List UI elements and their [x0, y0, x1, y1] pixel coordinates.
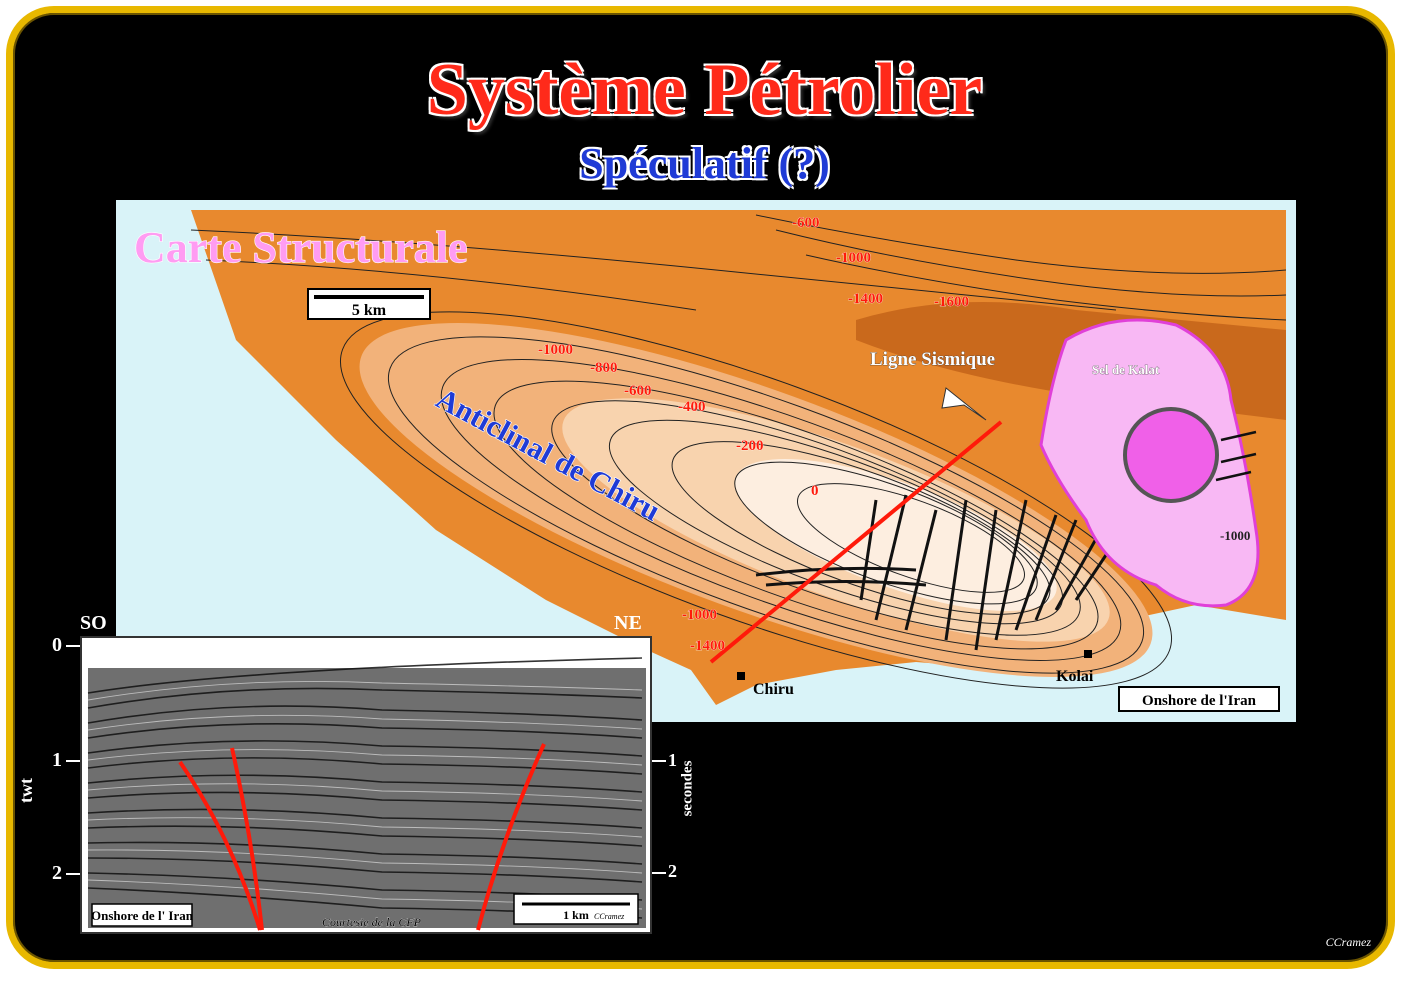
contour-value: -600 [624, 383, 652, 399]
contour-value: -1000 [682, 607, 717, 623]
contour-value: 0 [811, 483, 819, 499]
left-tick-mark [66, 873, 80, 875]
contour-value: -1400 [690, 638, 725, 654]
seismic-line-arrow [941, 387, 987, 421]
contour-value: -800 [590, 360, 618, 376]
slide-title: Système Pétrolier [426, 49, 983, 131]
contour-value: -1600 [934, 294, 969, 310]
map-heading: Carte Structurale [134, 223, 468, 272]
structural-map-graphic: 5 km Chiru Kolai Onshore de l'Iran -600 … [116, 200, 1296, 722]
section-scale-author: CCramez [594, 912, 625, 921]
town-marker-kolai [1084, 650, 1092, 658]
left-tick-2: 2 [52, 862, 62, 884]
left-tick-1: 1 [52, 749, 62, 771]
salt-label: Sel de Kalat [1092, 362, 1160, 377]
seismic-line-label: Ligne Sismique [870, 349, 995, 370]
section-left-end: SO [80, 612, 107, 634]
section-region-label: Onshore de l' Iran [91, 908, 194, 923]
section-faults [178, 743, 546, 931]
section-region-box [91, 903, 193, 927]
slide-credit: CCramez [1325, 935, 1371, 949]
fault-traces [755, 494, 1118, 651]
right-tick-mark [652, 760, 666, 762]
map-scale-box [307, 288, 431, 320]
structural-map: 5 km Chiru Kolai Onshore de l'Iran -600 … [116, 200, 1296, 722]
left-tick-mark [66, 760, 80, 762]
contour-value: -1000 [538, 342, 573, 358]
contour-lines [190, 214, 1287, 689]
map-region-label: Onshore de l'Iran [1142, 693, 1257, 709]
salt-core [1123, 407, 1219, 503]
section-right-end: NE [614, 612, 642, 634]
seismic-line [709, 420, 1003, 664]
contour-value: -600 [792, 215, 820, 231]
contour-value: -1000 [1220, 528, 1250, 543]
contour-values: -600 -1000 -1400 -1600 -1000 -800 -600 -… [538, 215, 1251, 655]
right-axis-label: secondes [679, 760, 696, 817]
town-chiru: Chiru [753, 681, 794, 698]
map-region-box [1118, 686, 1280, 712]
section-courtesy: Courtesie de la CFP [322, 915, 422, 929]
right-tick-1: 1 [668, 750, 677, 770]
left-tick-0: 0 [52, 634, 62, 656]
right-tick-mark [652, 872, 666, 874]
section-scale-label: 1 km [563, 908, 589, 922]
left-tick-mark [66, 645, 80, 647]
seismic-section-graphic: Onshore de l' Iran Courtesie de la CFP 1… [82, 638, 650, 932]
town-kolai: Kolai [1056, 668, 1094, 685]
contour-value: -1400 [848, 291, 883, 307]
section-scale-box [513, 893, 639, 925]
contour-value: -1000 [836, 250, 871, 266]
slide-subtitle: Spéculatif (?) [579, 139, 830, 188]
contour-value: -400 [678, 399, 706, 415]
seismic-reflectors [87, 657, 643, 919]
right-tick-2: 2 [668, 861, 677, 881]
salt-faults [1215, 430, 1257, 482]
left-axis-label: twt [16, 778, 36, 803]
contour-value: -200 [736, 438, 764, 454]
seismic-section: Onshore de l' Iran Courtesie de la CFP 1… [80, 636, 652, 934]
town-marker-chiru [737, 672, 745, 680]
map-scale-label: 5 km [352, 302, 387, 319]
